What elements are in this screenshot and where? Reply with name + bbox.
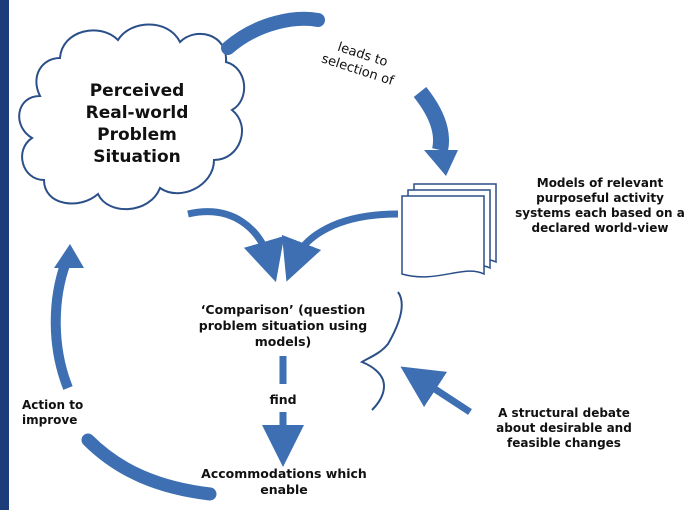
action-loop-lower [81,433,217,501]
models-to-comparison-arrow [281,210,399,282]
models-document-stack [401,183,497,278]
comparison-label-line: ‘Comparison’ (question [200,302,366,317]
cloud-label-line: Situation [93,147,181,167]
find-label: find [269,392,297,407]
debate-label-line: feasible changes [507,436,621,450]
action-label-line: improve [22,413,78,427]
accommodations-label-line: Accommodations which [201,466,367,481]
comparison-label: ‘Comparison’ (question problem situation… [190,302,376,350]
comparison-label-line: models) [254,334,312,349]
debate-label-line: A structural debate [498,406,630,420]
accommodations-label-line: enable [260,482,308,497]
models-label-line: purposeful activity [536,191,664,205]
models-label: Models of relevant purposeful activity s… [508,176,692,236]
cloud-label-line: Perceived [89,81,185,101]
action-label: Action to improve [22,398,122,428]
leads-to-arrow-lower [413,87,449,152]
leads-to-arrow [221,11,325,55]
action-loop-arrowhead [54,244,84,268]
cloud-to-comparison-arrow [187,208,285,283]
cloud-label-line: Real-world [85,103,189,123]
debate-brace [359,291,403,411]
models-label-line: declared world-view [531,221,669,235]
accommodations-label: Accommodations which enable [196,466,372,498]
leads-to-arrowhead [424,150,458,176]
action-loop-upper [50,260,73,390]
action-label-line: Action to [22,398,84,412]
debate-label-line: about desirable and [496,421,632,435]
left-border-bar [0,0,9,510]
problem-situation-cloud [18,23,246,210]
cloud-label-line: Problem [97,125,177,145]
debate-label: A structural debate about desirable and … [476,406,652,451]
models-label-line: Models of relevant [536,176,664,190]
cloud-label: Perceived Real-world Problem Situation [52,80,222,168]
comparison-label-line: problem situation using [198,318,368,333]
models-label-line: systems each based on a [515,206,685,220]
debate-arrow [400,366,472,415]
